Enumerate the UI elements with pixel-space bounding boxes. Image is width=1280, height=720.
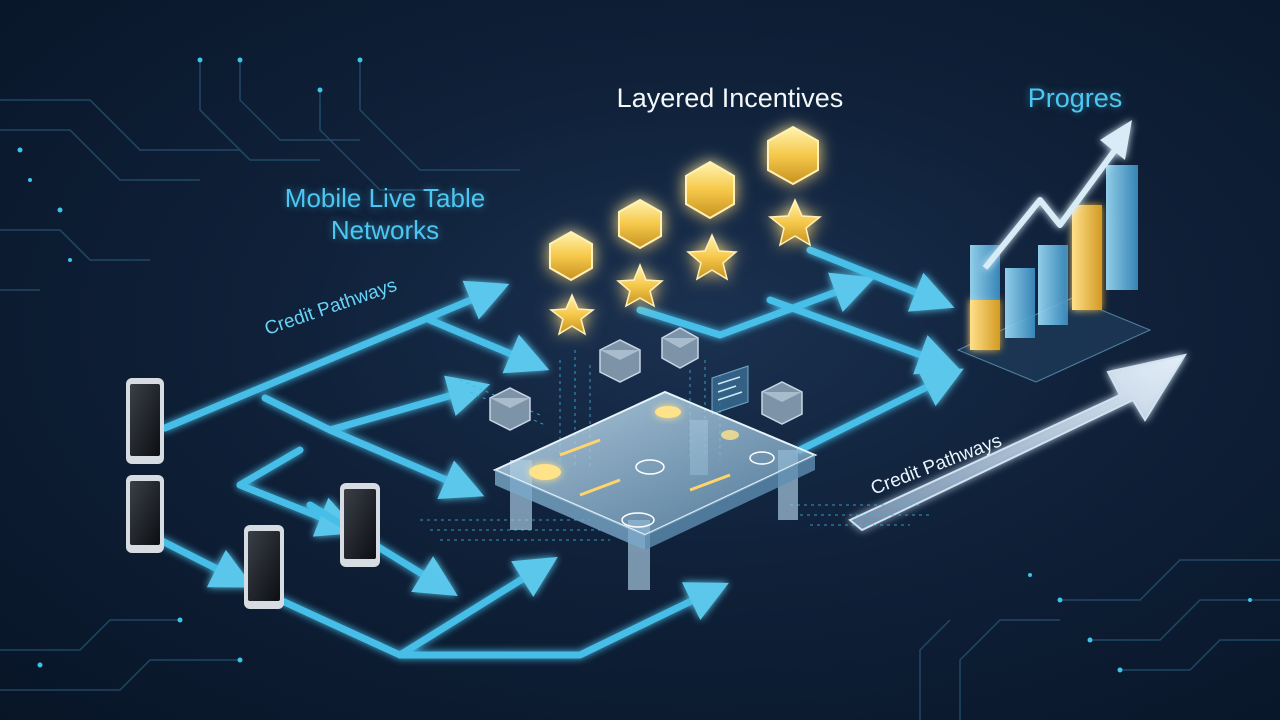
progress-label: Progres <box>1027 83 1123 113</box>
mobile-networks-label-line2: Networks <box>330 215 440 245</box>
cube-icon <box>489 387 531 431</box>
hexagon-coin-icon <box>767 125 819 186</box>
star-icon <box>767 198 823 247</box>
circuit-nodes <box>17 57 1252 673</box>
cube-icon <box>661 327 699 369</box>
cube-icon <box>599 339 641 383</box>
star-icon <box>686 233 738 281</box>
phone-icon <box>126 378 164 464</box>
star-icon <box>548 293 596 336</box>
live-table <box>492 390 818 590</box>
cube-icon <box>761 381 803 425</box>
star-icon <box>616 262 664 308</box>
hexagon-coin-icon <box>618 198 662 250</box>
phone-icon <box>126 475 164 553</box>
phone-icon <box>244 525 284 609</box>
hexagon-coin-icon <box>549 230 593 282</box>
layered-incentives-label: Layered Incentives <box>616 83 844 113</box>
circuit-traces <box>0 60 1280 720</box>
mobile-networks-label-line1: Mobile Live Table <box>284 183 486 213</box>
mobile-networks-label: Mobile Live Table Networks <box>252 182 518 246</box>
bar-chart-icon <box>956 165 1152 383</box>
phone-icon <box>340 483 380 567</box>
trend-arrow-icon <box>982 120 1132 270</box>
credit-pathway-arrows <box>156 246 964 659</box>
big-credit-arrow <box>848 353 1188 532</box>
hexagon-coin-icon <box>685 160 735 220</box>
code-panel <box>711 365 749 415</box>
